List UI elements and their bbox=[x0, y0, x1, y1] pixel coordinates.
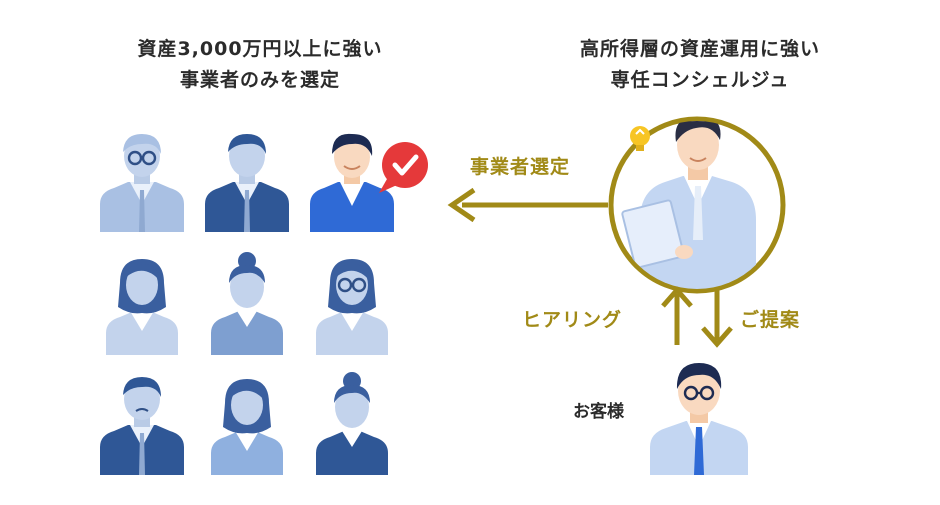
lightbulb-icon bbox=[630, 126, 650, 151]
candidate-man-worried bbox=[100, 377, 184, 475]
right-heading-line-2: 専任コンシェルジュ bbox=[610, 69, 790, 91]
concierge bbox=[608, 116, 786, 294]
candidate-woman-bun bbox=[211, 252, 283, 355]
proposal-arrow bbox=[701, 290, 733, 348]
right-heading-line-1: 高所得層の資産運用に強い bbox=[579, 38, 820, 60]
left-heading-line-2: 事業者のみを選定 bbox=[179, 69, 340, 91]
candidate-woman-navy bbox=[316, 372, 388, 475]
right-heading: 高所得層の資産運用に強い 専任コンシェルジュ bbox=[500, 34, 900, 96]
selection-arrow bbox=[447, 187, 608, 223]
candidate-woman-long bbox=[211, 379, 283, 475]
candidate-man-glasses bbox=[100, 134, 184, 232]
candidate-man-navy bbox=[205, 134, 289, 232]
candidate-woman-glasses bbox=[316, 259, 388, 355]
hearing-arrow bbox=[661, 286, 693, 345]
proposal-label: ご提案 bbox=[740, 309, 801, 331]
left-heading-line-1: 資産3,000万円以上に強い bbox=[137, 38, 383, 60]
customer-label: お客様 bbox=[573, 402, 624, 422]
hearing-label: ヒアリング bbox=[522, 309, 623, 331]
candidate-selected-man bbox=[310, 133, 394, 232]
check-badge-icon bbox=[379, 142, 428, 193]
customer-avatar bbox=[650, 363, 748, 475]
left-heading: 資産3,000万円以上に強い 事業者のみを選定 bbox=[70, 34, 450, 96]
candidate-woman-bob bbox=[106, 259, 178, 355]
selection-label: 事業者選定 bbox=[470, 156, 571, 178]
